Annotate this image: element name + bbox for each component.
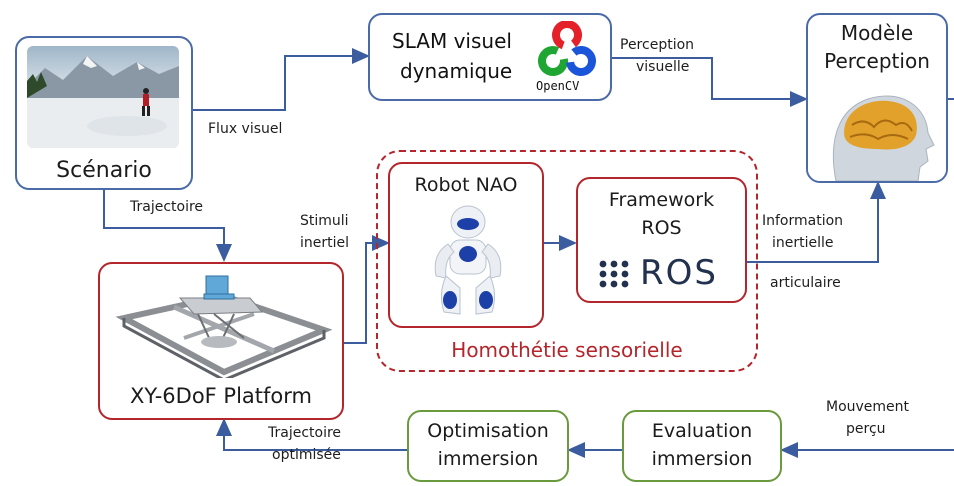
- slam-label-line2: dynamique: [400, 59, 513, 83]
- perception-node: Modèle Perception: [806, 13, 948, 183]
- evaluation-label-line1: Evaluation: [651, 420, 753, 442]
- evaluation-label-line2: immersion: [651, 448, 753, 470]
- edge-label-perception-visuelle-2: visuelle: [636, 59, 690, 75]
- edge-label-traj-opt-1: Trajectoire: [268, 425, 342, 441]
- homothetie-label: Homothétie sensorielle: [451, 338, 683, 362]
- optimisation-node: Optimisation immersion: [407, 410, 569, 482]
- edge-label-mouvement-1: Mouvement: [826, 399, 910, 415]
- platform-label: XY-6DoF Platform: [130, 384, 312, 408]
- ros-label-line2: ROS: [641, 217, 682, 239]
- ros-logo-text: ROS: [640, 253, 718, 293]
- platform-illustration: [115, 275, 332, 378]
- edge-label-flux-visuel: Flux visuel: [208, 121, 283, 137]
- scenario-node: Scénario: [15, 36, 193, 190]
- edge-label-information-1: Information: [762, 213, 844, 229]
- perception-label-line1: Modèle: [840, 21, 914, 45]
- nao-robot-illustration: [434, 205, 502, 315]
- edge-label-information-3: articulaire: [770, 275, 841, 291]
- ski-scene-illustration: [27, 56, 179, 148]
- edge-label-stimuli-1: Stimuli: [300, 213, 349, 229]
- edge-flux-visuel: [193, 48, 370, 111]
- edge-label-traj-opt-2: optimisée: [272, 447, 341, 463]
- edge-trajectoire: [103, 190, 232, 262]
- ros-node: Framework ROS ROS: [576, 177, 747, 303]
- edge-label-mouvement-2: perçu: [846, 421, 886, 437]
- edge-information: [747, 181, 886, 263]
- edge-perception-visuelle: [612, 57, 808, 107]
- slam-node: SLAM visuel dynamique OpenCV: [368, 13, 612, 101]
- opencv-logo-text: OpenCV: [536, 79, 580, 93]
- scenario-label: Scénario: [56, 158, 152, 183]
- edge-label-stimuli-2: inertiel: [300, 235, 350, 251]
- edge-label-information-2: inertielle: [772, 235, 834, 251]
- evaluation-node: Evaluation immersion: [622, 410, 782, 482]
- ros-dots-icon: [599, 260, 629, 288]
- ros-label-line1: Framework: [608, 189, 715, 211]
- edge-label-trajectoire: Trajectoire: [130, 199, 204, 215]
- edge-traj-opt: [216, 418, 407, 451]
- homothetie-group: [376, 150, 758, 372]
- edge-label-perception-visuelle-1: Perception: [620, 37, 695, 53]
- nao-node: Robot NAO: [388, 162, 544, 328]
- nao-label: Robot NAO: [414, 174, 518, 196]
- head-brain-illustration: [808, 81, 946, 181]
- optimisation-label-line2: immersion: [437, 448, 539, 470]
- scenario-image: [27, 46, 179, 148]
- platform-node: XY-6DoF Platform: [98, 262, 344, 420]
- slam-label-line1: SLAM visuel: [392, 29, 512, 53]
- perception-label-line2: Perception: [824, 49, 930, 73]
- opencv-logo-icon: [538, 21, 596, 76]
- optimisation-label-line1: Optimisation: [427, 420, 549, 442]
